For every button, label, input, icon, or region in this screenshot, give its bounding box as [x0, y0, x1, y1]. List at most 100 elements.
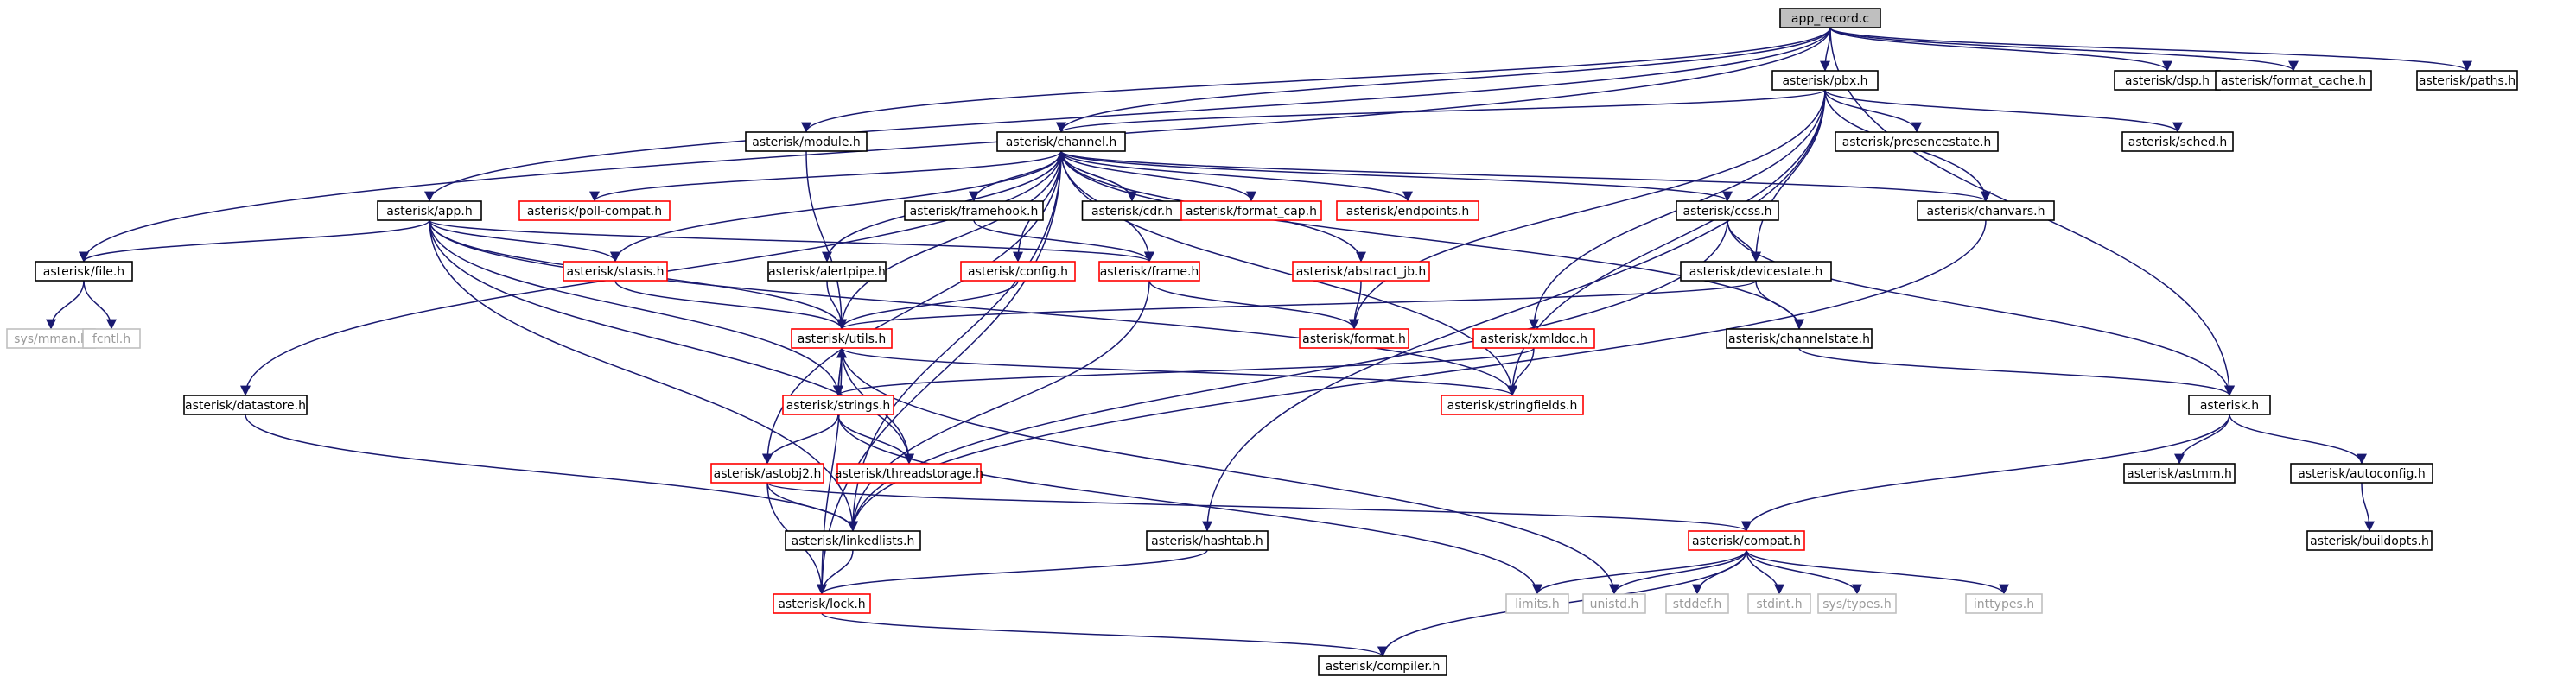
- node-label-asterisk: asterisk.h: [2200, 399, 2259, 413]
- node-label-poll-compat: asterisk/poll-compat.h: [527, 205, 662, 218]
- edge-ccss-to-devicestate: [1727, 219, 1761, 263]
- edge-frame-to-linkedlists: [848, 280, 1150, 532]
- node-box-unistd: [1582, 593, 1646, 614]
- node-module[interactable]: asterisk/module.h: [745, 131, 868, 152]
- node-file[interactable]: asterisk/file.h: [35, 261, 133, 282]
- node-box-fcntl: [82, 328, 141, 349]
- node-format-cache[interactable]: asterisk/format_cache.h: [2215, 70, 2372, 91]
- node-autoconfig[interactable]: asterisk/autoconfig.h: [2290, 463, 2433, 484]
- edge-channel-to-chanvars: [1060, 150, 1991, 202]
- node-astmm[interactable]: asterisk/astmm.h: [2123, 463, 2236, 484]
- node-chanvars[interactable]: asterisk/chanvars.h: [1917, 200, 2055, 221]
- node-label-endpoints: asterisk/endpoints.h: [1346, 205, 1469, 218]
- node-label-root: app_record.c: [1791, 12, 1869, 26]
- node-astobj2[interactable]: asterisk/astobj2.h: [710, 463, 824, 484]
- node-label-hashtab: asterisk/hashtab.h: [1151, 535, 1263, 548]
- node-box-chanvars: [1917, 200, 2055, 221]
- node-alertpipe[interactable]: asterisk/alertpipe.h: [767, 261, 887, 282]
- node-stddef: stddef.h: [1665, 593, 1729, 614]
- node-box-limits: [1505, 593, 1569, 614]
- node-box-presencestate: [1835, 131, 1999, 152]
- node-xmldoc[interactable]: asterisk/xmldoc.h: [1472, 328, 1595, 349]
- edge-datastore-to-linkedlists: [245, 414, 858, 532]
- node-unistd: unistd.h: [1582, 593, 1646, 614]
- edge-channel-to-endpoints: [1060, 150, 1413, 202]
- node-box-root: [1779, 8, 1881, 28]
- node-threadstorage[interactable]: asterisk/threadstorage.h: [835, 463, 983, 484]
- node-label-ccss: asterisk/ccss.h: [1682, 205, 1771, 218]
- node-ccss[interactable]: asterisk/ccss.h: [1676, 200, 1779, 221]
- node-systypes: sys/types.h: [1817, 593, 1897, 614]
- edge-utils-to-stringfields: [841, 347, 1517, 396]
- edge-ccss-to-asterisk: [1727, 219, 2235, 396]
- node-box-utils: [791, 328, 893, 349]
- node-label-cdr: asterisk/cdr.h: [1091, 205, 1173, 218]
- node-box-stdint: [1747, 593, 1811, 614]
- edge-strings-to-astobj2: [762, 414, 839, 465]
- node-label-stringfields: asterisk/stringfields.h: [1447, 399, 1578, 413]
- node-strings[interactable]: asterisk/strings.h: [782, 395, 894, 415]
- node-label-lock: asterisk/lock.h: [778, 598, 865, 611]
- node-lock[interactable]: asterisk/lock.h: [773, 593, 871, 614]
- edge-root-to-app: [424, 27, 1831, 202]
- node-buildopts[interactable]: asterisk/buildopts.h: [2306, 530, 2433, 551]
- node-label-autoconfig: asterisk/autoconfig.h: [2298, 467, 2425, 481]
- node-channel[interactable]: asterisk/channel.h: [996, 131, 1126, 152]
- node-sched[interactable]: asterisk/sched.h: [2121, 131, 2234, 152]
- node-linkedlists[interactable]: asterisk/linkedlists.h: [785, 530, 921, 551]
- node-hashtab[interactable]: asterisk/hashtab.h: [1146, 530, 1269, 551]
- edge-lock-to-compiler: [821, 612, 1388, 657]
- node-config[interactable]: asterisk/config.h: [960, 261, 1076, 282]
- node-label-channel: asterisk/channel.h: [1006, 136, 1116, 149]
- node-paths[interactable]: asterisk/paths.h: [2416, 70, 2518, 91]
- node-format-cap[interactable]: asterisk/format_cap.h: [1180, 200, 1322, 221]
- node-box-datastore: [183, 395, 308, 415]
- node-dsp[interactable]: asterisk/dsp.h: [2114, 70, 2221, 91]
- edge-abstract_jb-to-format: [1349, 280, 1362, 330]
- edge-asterisk-to-astmm: [2174, 414, 2230, 465]
- node-root[interactable]: app_record.c: [1779, 8, 1881, 28]
- node-utils[interactable]: asterisk/utils.h: [791, 328, 893, 349]
- node-compiler[interactable]: asterisk/compiler.h: [1318, 655, 1447, 676]
- edge-pbx-to-channel: [1056, 89, 1826, 133]
- node-box-sched: [2121, 131, 2234, 152]
- node-label-limits: limits.h: [1515, 598, 1559, 611]
- node-compat[interactable]: asterisk/compat.h: [1688, 530, 1805, 551]
- node-stasis[interactable]: asterisk/stasis.h: [563, 261, 668, 282]
- edges-layer: [46, 27, 2472, 657]
- edge-autoconfig-to-buildopts: [2361, 482, 2375, 532]
- edge-channel-to-format_cap: [1060, 150, 1256, 202]
- nodes-layer: app_record.c asterisk/pbx.h asterisk/dsp.h…: [6, 8, 2518, 676]
- node-box-astobj2: [710, 463, 824, 484]
- node-datastore[interactable]: asterisk/datastore.h: [183, 395, 308, 415]
- edge-hashtab-to-lock: [817, 549, 1208, 595]
- node-presencestate[interactable]: asterisk/presencestate.h: [1835, 131, 1999, 152]
- edge-root-to-channel: [1056, 27, 1831, 133]
- node-devicestate[interactable]: asterisk/devicestate.h: [1680, 261, 1832, 282]
- edge-frame-to-format: [1148, 280, 1359, 330]
- node-poll-compat[interactable]: asterisk/poll-compat.h: [518, 200, 671, 221]
- node-cdr[interactable]: asterisk/cdr.h: [1081, 200, 1183, 221]
- node-asterisk[interactable]: asterisk.h: [2188, 395, 2271, 415]
- node-channelstate[interactable]: asterisk/channelstate.h: [1726, 328, 1873, 349]
- node-box-format: [1299, 328, 1409, 349]
- node-label-alertpipe: asterisk/alertpipe.h: [768, 265, 886, 279]
- node-stringfields[interactable]: asterisk/stringfields.h: [1441, 395, 1584, 415]
- edge-root-to-dsp: [1829, 27, 2172, 72]
- node-format[interactable]: asterisk/format.h: [1299, 328, 1409, 349]
- node-box-inttypes: [1965, 593, 2043, 614]
- node-box-stddef: [1665, 593, 1729, 614]
- node-endpoints[interactable]: asterisk/endpoints.h: [1336, 200, 1479, 221]
- edge-module-to-utils: [805, 150, 847, 330]
- edge-compat-to-stdint: [1746, 549, 1784, 595]
- node-label-abstract-jb: asterisk/abstract_jb.h: [1296, 265, 1427, 279]
- edge-strings-to-threadstorage: [837, 414, 914, 465]
- node-label-stasis: asterisk/stasis.h: [567, 265, 665, 279]
- node-framehook[interactable]: asterisk/framehook.h: [904, 200, 1044, 221]
- node-pbx[interactable]: asterisk/pbx.h: [1771, 70, 1879, 91]
- node-frame[interactable]: asterisk/frame.h: [1098, 261, 1200, 282]
- edge-compat-to-unistd: [1609, 549, 1747, 595]
- node-abstract-jb[interactable]: asterisk/abstract_jb.h: [1292, 261, 1430, 282]
- node-box-file: [35, 261, 133, 282]
- node-app[interactable]: asterisk/app.h: [377, 200, 482, 221]
